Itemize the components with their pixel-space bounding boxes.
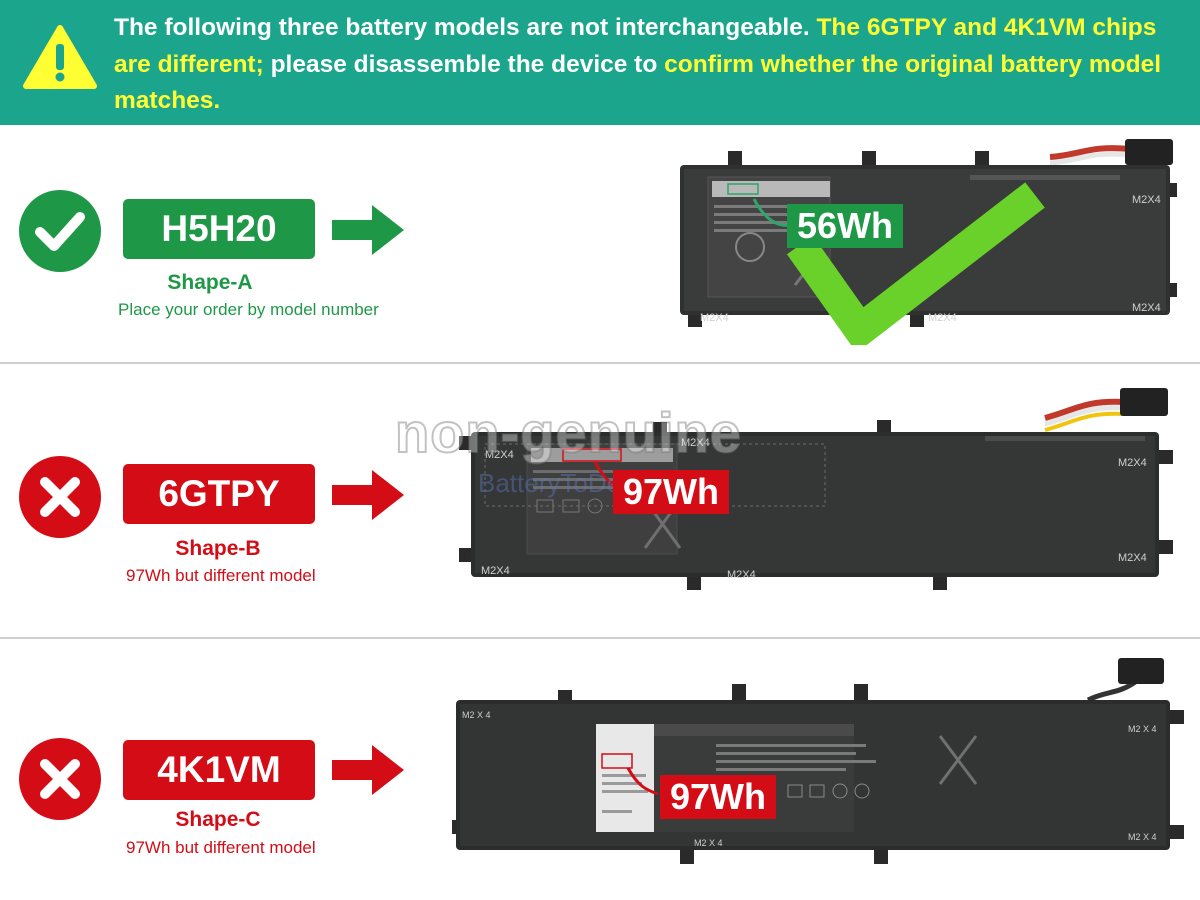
screw-label: M2X4: [727, 569, 756, 581]
shape-note-c: 97Wh but different model: [126, 838, 316, 857]
shape-note-b: 97Wh but different model: [126, 566, 316, 585]
row-divider: [0, 637, 1200, 639]
warning-text-1: The following three battery models are n…: [114, 14, 817, 41]
watermark-text: non-genuine: [394, 400, 742, 465]
row-divider: [0, 362, 1200, 364]
screw-label: M2X4: [481, 565, 510, 577]
warning-text-4: confirm whether the original battery mod…: [114, 50, 1162, 115]
warning-text-2: The 6GTPY and 4K1VM chips are different;: [114, 14, 1157, 78]
screw-label: M2 X 4: [1128, 832, 1157, 842]
arrow-right-icon: [332, 470, 404, 520]
screw-label: M2 X 4: [462, 710, 491, 720]
warning-message: The following three battery models are n…: [114, 10, 1189, 120]
screw-label: M2X4: [1132, 302, 1161, 314]
screw-label: M2X4: [1118, 552, 1147, 564]
capacity-label-56wh: 56Wh: [787, 204, 904, 248]
model-badge-h5h20: H5H20: [123, 199, 315, 259]
warning-triangle-icon: [23, 25, 97, 89]
shape-label-c: Shape-C: [175, 808, 261, 831]
battery-image-4k1vm: M2 X 4 M2 X 4 M2 X 4 M2 X 4: [452, 658, 1184, 864]
battery-image-h5h20: M2X4 M2X4 M2X4 M2X4: [680, 139, 1177, 345]
screw-label: M2X4: [681, 437, 710, 449]
x-circle-icon: [19, 456, 101, 538]
screw-label: M2 X 4: [1128, 724, 1157, 734]
warning-text-3: please disassemble the device to: [263, 50, 665, 78]
screw-label: M2X4: [700, 312, 729, 324]
model-badge-4k1vm: 4K1VM: [123, 740, 315, 800]
x-circle-icon: [19, 738, 101, 820]
shape-label-a: Shape-A: [167, 271, 253, 294]
shape-label-b: Shape-B: [175, 537, 261, 560]
screw-label: M2X4: [1118, 457, 1147, 469]
check-circle-icon: [19, 190, 101, 272]
screw-label: M2X4: [485, 449, 514, 461]
screw-label: M2X4: [1132, 194, 1161, 206]
arrow-right-icon: [332, 205, 404, 255]
battery-image-6gtpy: M2X4 M2X4 M2X4 M2X4 M2X4 M2X4: [459, 388, 1173, 590]
warning-banner: The following three battery models are n…: [0, 0, 1200, 125]
capacity-label-97wh-b: 97Wh: [613, 470, 730, 514]
watermark-sub-text: BatteryToDell: [478, 468, 633, 498]
screw-label: M2X4: [928, 312, 957, 324]
shape-note-a: Place your order by model number: [118, 300, 379, 319]
capacity-label-97wh-c: 97Wh: [660, 775, 777, 819]
model-badge-6gtpy: 6GTPY: [123, 464, 315, 524]
screw-label: M2 X 4: [694, 838, 723, 848]
arrow-right-icon: [332, 745, 404, 795]
